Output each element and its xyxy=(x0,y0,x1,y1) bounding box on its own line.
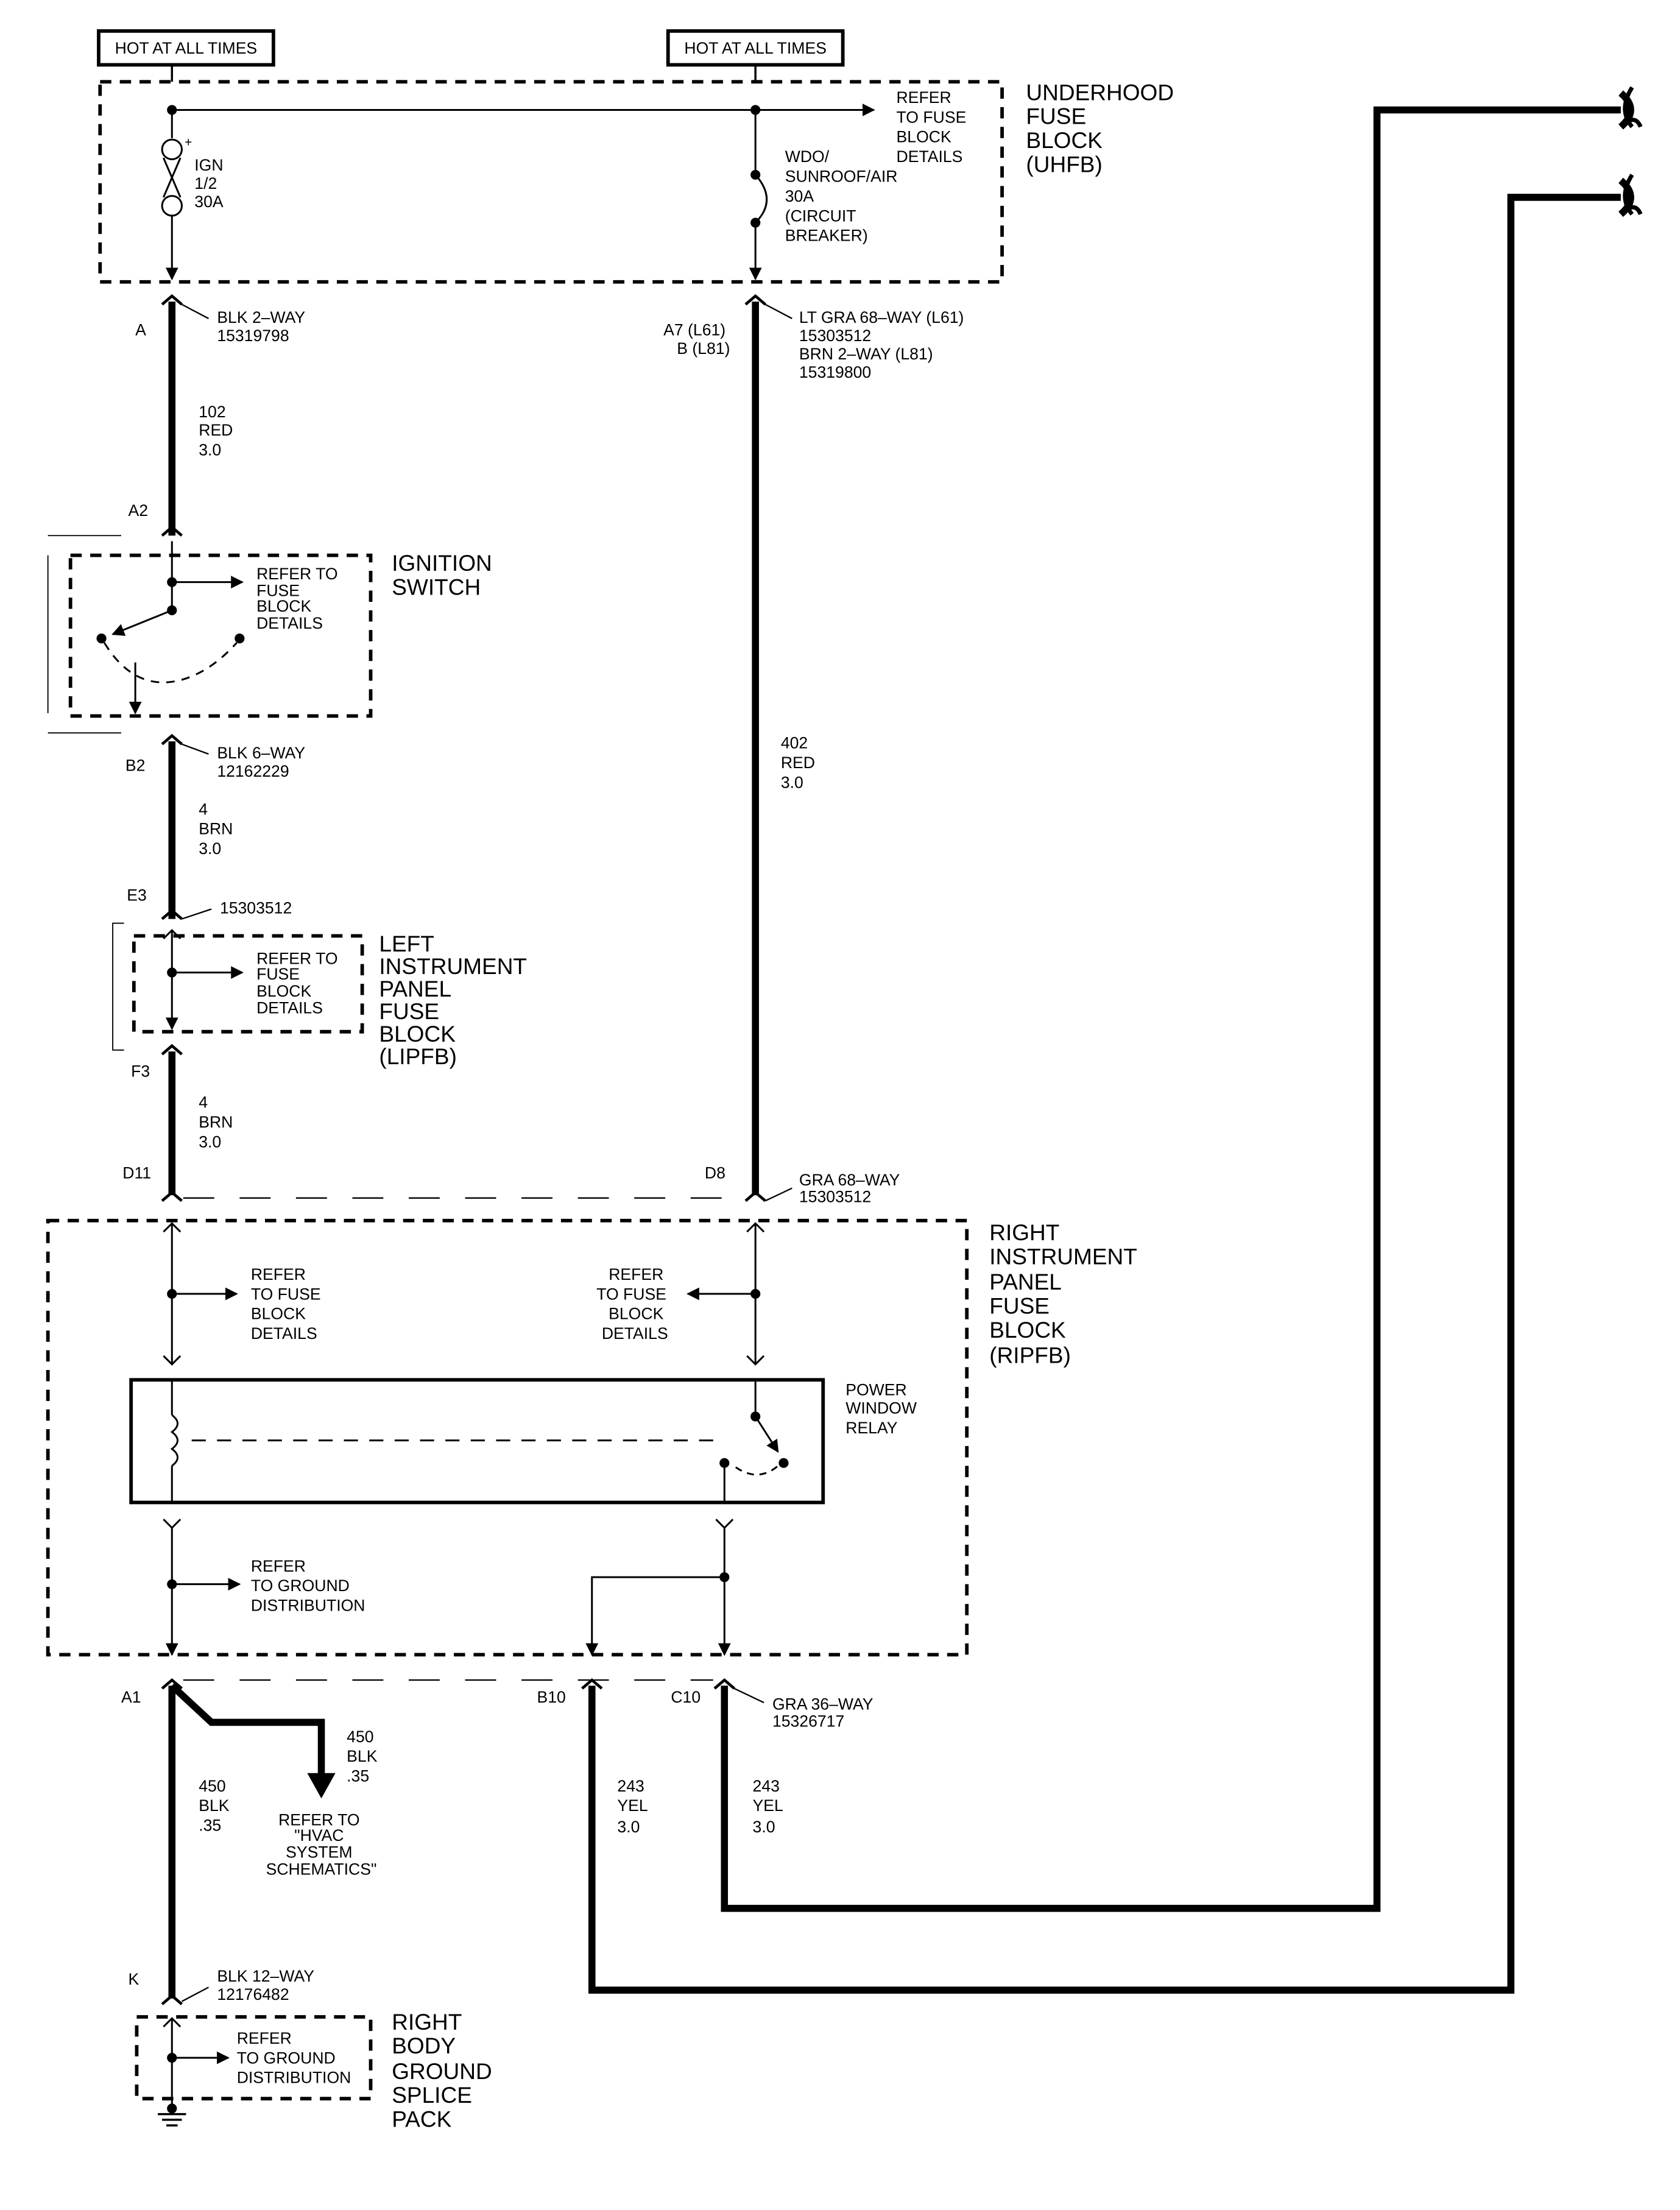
hot-label-left-text: HOT AT ALL TIMES xyxy=(115,39,258,57)
pin-d8: D8 xyxy=(705,1163,725,1182)
pin-a1: A1 xyxy=(121,1688,141,1706)
connector-a7-label: LT GRA 68–WAY (L61) 15303512 BRN 2–WAY (… xyxy=(799,308,969,381)
wire-243-b10-label: 243 YEL 3.0 xyxy=(617,1777,652,1836)
wire-243-c10-label: 243 YEL 3.0 xyxy=(753,1777,788,1836)
ignition-switch xyxy=(47,535,373,734)
ripfb-refer-left: REFER TO FUSE BLOCK DETAILS xyxy=(251,1265,325,1343)
connector-e3-label: 15303512 xyxy=(220,898,292,917)
connector-d8-label: GRA 68–WAY 15303512 xyxy=(799,1171,905,1206)
right-body-ground-splice-pack xyxy=(135,2015,373,2127)
ripfb-refer-right: REFER TO FUSE BLOCK DETAILS xyxy=(596,1265,671,1343)
pin-c10: C10 xyxy=(671,1688,701,1706)
pin-k: K xyxy=(129,1970,139,1988)
lipfb-title: LEFT INSTRUMENT PANEL FUSE BLOCK (LIPFB) xyxy=(379,931,533,1069)
lipfb-refer-label: REFER TO FUSE BLOCK DETAILS xyxy=(256,950,342,1017)
wire-243-b10 xyxy=(588,194,1621,1994)
right-ip-fuse-block xyxy=(46,1218,969,1657)
pin-a2: A2 xyxy=(129,501,149,520)
connector-k-label: BLK 12–WAY 12176482 xyxy=(217,1967,319,2003)
wire-102-label: 102 RED 3.0 xyxy=(199,403,238,459)
wire-4-upper-label: 4 BRN 3.0 xyxy=(199,800,238,858)
wire-450-label: 450 BLK .35 xyxy=(199,1777,234,1835)
hvac-refer-label: REFER TO "HVAC SYSTEM SCHEMATICS" xyxy=(266,1810,377,1878)
uhfb-title: UNDERHOOD FUSE BLOCK (UHFB) xyxy=(1026,79,1180,177)
ignition-switch-title: IGNITION SWITCH xyxy=(392,550,498,599)
pin-e3: E3 xyxy=(127,886,147,905)
pin-b2: B2 xyxy=(125,757,146,775)
wire-450-branch-label: 450 BLK .35 xyxy=(347,1728,382,1785)
uhfb-breaker-label: WDO/ SUNROOF/AIR 30A (CIRCUIT BREAKER) xyxy=(785,147,902,245)
pin-f3: F3 xyxy=(131,1062,150,1081)
pin-a7: A7 (L61) B (L81) xyxy=(663,321,730,358)
connector-a-marks xyxy=(161,294,792,319)
ignition-refer-label: REFER TO FUSE BLOCK DETAILS xyxy=(256,565,342,632)
connector-c10-label: GRA 36–WAY 15326717 xyxy=(772,1695,878,1731)
ripfb-title: RIGHT INSTRUMENT PANEL FUSE BLOCK (RIPFB… xyxy=(989,1220,1143,1368)
hot-label-right: HOT AT ALL TIMES xyxy=(666,29,845,67)
wire-402-label: 402 RED 3.0 xyxy=(781,734,820,792)
uhfb-refer-label: REFER TO FUSE BLOCK DETAILS xyxy=(897,88,971,166)
rbg-title: RIGHT BODY GROUND SPLICE PACK xyxy=(392,2009,498,2132)
underhood-fuse-block: + xyxy=(98,80,1004,284)
pin-a: A xyxy=(135,321,146,339)
fuse-plus: + xyxy=(185,136,192,150)
power-window-relay-label: POWER WINDOW RELAY xyxy=(845,1381,921,1437)
uhfb-fuse-label: IGN 1/2 30A xyxy=(194,156,228,211)
wire-243-c10 xyxy=(721,106,1621,1912)
wire-450-branch xyxy=(169,1683,325,1779)
left-ip-fuse-block xyxy=(112,922,364,1051)
hot-label-left: HOT AT ALL TIMES xyxy=(97,29,275,67)
wire-4-lower-label: 4 BRN 3.0 xyxy=(199,1093,238,1151)
ripfb-ground-label: REFER TO GROUND DISTRIBUTION xyxy=(251,1557,365,1615)
hot-label-right-text: HOT AT ALL TIMES xyxy=(684,39,827,57)
pin-d11: D11 xyxy=(122,1163,151,1182)
pin-b10: B10 xyxy=(537,1688,566,1706)
connector-a-label: BLK 2–WAY 15319798 xyxy=(217,308,309,345)
connector-b2-label: BLK 6–WAY 12162229 xyxy=(217,744,309,780)
rbg-refer-label: REFER TO GROUND DISTRIBUTION xyxy=(237,2029,351,2087)
